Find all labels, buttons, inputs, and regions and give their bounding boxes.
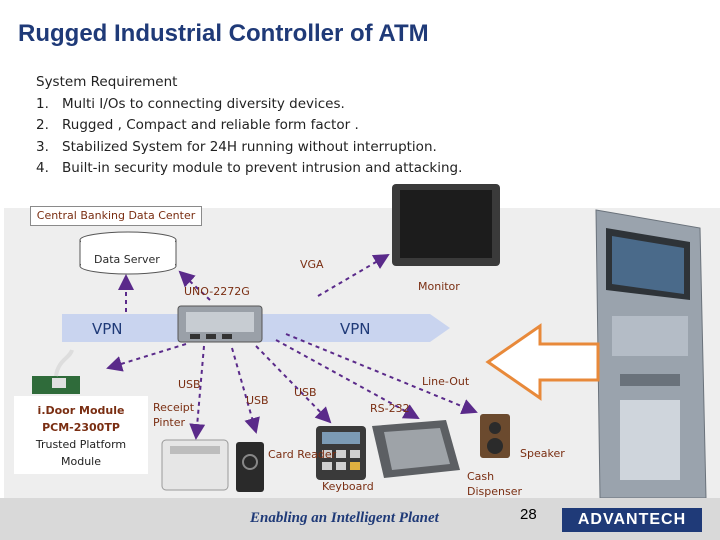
idoor-title: i.Door Module bbox=[37, 404, 125, 417]
receipt-printer-icon bbox=[161, 439, 229, 491]
link-controller-server bbox=[178, 270, 211, 301]
idoor-desc-1: Trusted Platform bbox=[35, 438, 127, 451]
link-rs232-dispenser bbox=[275, 339, 420, 419]
idoor-model: PCM-2300TP bbox=[42, 421, 120, 434]
line-out-label: Line-Out bbox=[422, 375, 470, 388]
requirement-item: 3.Stabilized System for 24H running with… bbox=[36, 138, 437, 155]
requirements-list: System Requirement 1.Multi I/Os to conne… bbox=[36, 72, 462, 180]
link-lineout-speaker bbox=[285, 333, 478, 415]
cash-dispenser-icon bbox=[372, 420, 460, 478]
controller-label: UNO-2272G bbox=[184, 285, 250, 298]
keyboard-label: Keyboard bbox=[322, 480, 374, 493]
monitor-icon bbox=[392, 184, 500, 266]
data-server-icon bbox=[79, 231, 177, 275]
receipt-printer-label: Receipt Pinter bbox=[153, 401, 195, 429]
page-title: Rugged Industrial Controller of ATM bbox=[18, 20, 429, 47]
idoor-board-icon bbox=[32, 349, 80, 394]
data-server-label: Data Server bbox=[94, 253, 160, 266]
requirements-heading: System Requirement bbox=[36, 74, 178, 90]
card-reader-label: Card Reader bbox=[268, 448, 337, 461]
idoor-desc-2: Module bbox=[61, 455, 101, 468]
usb-right-label: USB bbox=[294, 386, 317, 399]
atm-arrow-icon bbox=[485, 323, 600, 401]
page-number: 28 bbox=[520, 506, 537, 523]
footer-tagline: Enabling an Intelligent Planet bbox=[250, 510, 439, 526]
vga-label: VGA bbox=[300, 258, 324, 271]
speaker-icon bbox=[480, 414, 510, 458]
central-banking-label: Central Banking Data Center bbox=[30, 206, 202, 226]
link-usb-keyboard bbox=[255, 345, 332, 424]
rs232-label: RS-232 bbox=[370, 402, 410, 415]
controller-device-icon bbox=[177, 305, 263, 343]
atm-kiosk-icon bbox=[595, 209, 707, 499]
monitor-label: Monitor bbox=[418, 280, 460, 293]
idoor-module-box: i.Door Module PCM-2300TP Trusted Platfor… bbox=[14, 396, 148, 474]
link-usb-idoor bbox=[106, 343, 187, 372]
link-usb-printer bbox=[189, 345, 206, 440]
usb-mid-label: USB bbox=[246, 394, 269, 407]
link-usb-cardreader bbox=[231, 347, 260, 434]
speaker-label: Speaker bbox=[520, 447, 565, 460]
advantech-logo: ADVANTECH bbox=[562, 508, 702, 532]
usb-left-label: USB bbox=[178, 378, 201, 391]
requirement-item: 4.Built-in security module to prevent in… bbox=[36, 160, 463, 176]
card-reader-icon bbox=[236, 442, 264, 492]
cash-dispenser-label: Cash Dispenser bbox=[467, 470, 522, 498]
keyboard-icon bbox=[316, 426, 366, 480]
link-vga-monitor bbox=[317, 253, 390, 297]
vpn-left-label: VPN bbox=[92, 320, 123, 338]
vpn-right-label: VPN bbox=[340, 320, 371, 338]
requirement-item: 2.Rugged , Compact and reliable form fac… bbox=[36, 117, 359, 133]
requirement-item: 1.Multi I/Os to connecting diversity dev… bbox=[36, 95, 345, 112]
